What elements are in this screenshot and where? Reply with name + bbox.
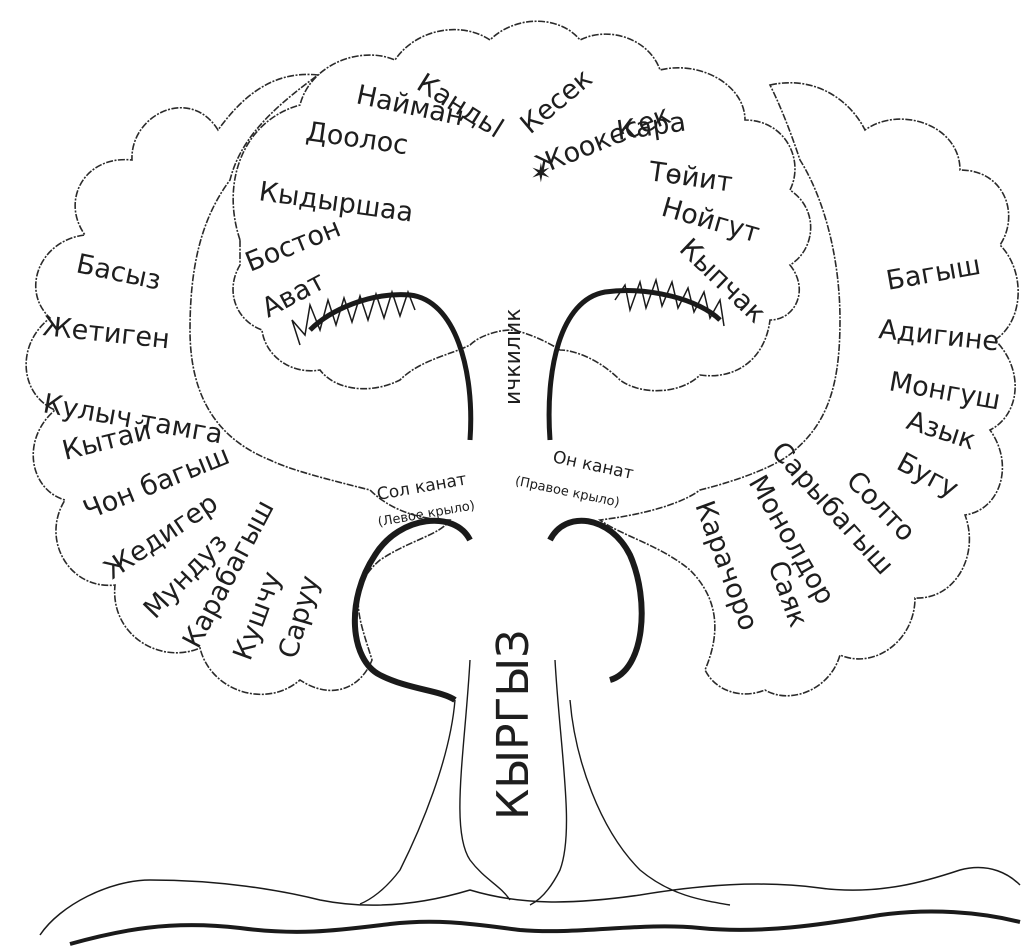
tribe-label: Монгуш [887,366,1003,416]
right-lower-stem [550,521,642,680]
tribe-label: Авaт [257,266,330,325]
right-wing-subtitle: (Правое крыло) [514,474,621,511]
tribe-label: Бостон [241,212,345,278]
tribe-label: Адигине [877,314,1000,357]
tribe-label: Доолос [304,116,410,161]
root-lower [70,911,1020,944]
left-wing-label: Сол канат (Левое крыло) [371,469,476,530]
right-curl [549,291,720,440]
tribe-label: Бугу [892,447,964,505]
trunk-label: КЫРГЫЗ [488,630,539,820]
tribe-label: Багыш [884,250,983,297]
tribe-label: Жетиген [41,311,171,355]
left-curl [310,295,471,440]
left-lower-stem [355,521,470,700]
trunk-right-strand-2 [570,700,730,905]
tribe-label: Кара [615,107,688,147]
right-wing-label: Он канат (Правое крыло) [514,441,636,513]
tribe-label: Нойгут [658,192,763,249]
left-wing-title: Сол канат [375,469,468,504]
asterisk-mark: ✶ [530,159,552,189]
trunk-left-strand-1 [360,700,455,904]
top-left-tribes: Авaт Бостон Кыдыршаа Доолос Найман Кандь… [241,68,509,325]
right-wing-title: Он канат [551,447,635,484]
tribe-label: Кесек [515,63,599,140]
center-label: ичкилик [501,308,526,405]
tribe-label: Төйит [646,156,734,199]
tribe-label: Азык [903,405,980,456]
tribe-label: Басыз [74,249,164,297]
tribe-label: Карачоро [688,497,763,635]
